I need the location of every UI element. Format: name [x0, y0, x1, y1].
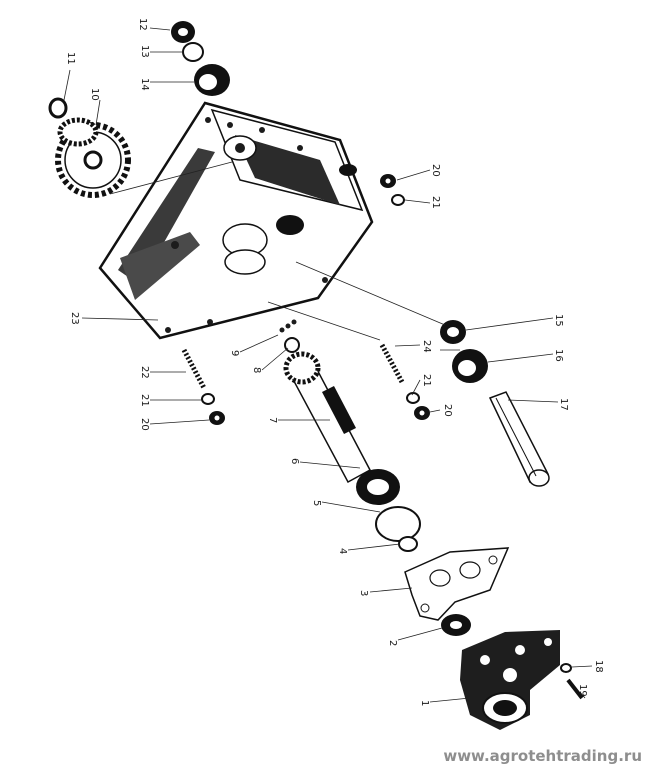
label-21-top: 21: [430, 196, 441, 209]
washer-18: [560, 663, 572, 673]
label-10: 10: [89, 88, 100, 101]
gearbox-housing: [98, 101, 374, 340]
label-16: 16: [553, 349, 564, 362]
label-13: 13: [139, 45, 150, 58]
spur-gear: [55, 117, 131, 198]
watermark: www.agrotehtrading.ru: [443, 747, 642, 765]
label-20-right: 20: [442, 404, 453, 417]
gasket-3: [404, 547, 510, 621]
label-7: 7: [267, 417, 278, 423]
label-21-left: 21: [139, 394, 150, 407]
label-3: 3: [358, 590, 369, 596]
input-shaft: [279, 319, 372, 484]
collar-4: [398, 536, 418, 552]
label-22: 22: [139, 366, 150, 379]
bearing-6: [356, 469, 400, 505]
label-5: 5: [311, 500, 322, 506]
callout-labels: 1 2 3 4 5 6 7 8 9 10 11 12 13 14 15 16 1…: [65, 18, 604, 706]
washer-21-top: [391, 194, 405, 206]
label-8: 8: [251, 367, 262, 373]
bearing-14: [194, 64, 230, 96]
nut-20-right: [414, 406, 430, 420]
label-14: 14: [139, 78, 150, 91]
label-1: 1: [419, 700, 430, 706]
seal-ring-13: [182, 42, 204, 62]
label-9: 9: [229, 350, 240, 356]
nut-20-left: [209, 411, 225, 425]
label-2: 2: [387, 640, 398, 646]
label-21-right: 21: [421, 374, 432, 387]
bearing-16: [452, 349, 488, 383]
stud-24: [379, 343, 405, 384]
label-20-top: 20: [430, 164, 441, 177]
bearing-12: [171, 21, 195, 43]
label-19: 19: [577, 684, 588, 697]
flange-housing-1: [460, 630, 560, 730]
washer-21-left: [201, 393, 215, 405]
label-6: 6: [289, 458, 300, 464]
washer-21-right: [406, 392, 420, 404]
label-15: 15: [553, 314, 564, 327]
leader-lines: [63, 27, 593, 703]
label-4: 4: [337, 548, 348, 554]
label-24: 24: [421, 340, 432, 353]
bolt-19: [566, 678, 584, 700]
shaft-17: [488, 391, 550, 487]
label-20-left: 20: [139, 418, 150, 431]
bearing-15: [440, 320, 466, 344]
label-23: 23: [69, 312, 80, 325]
washer-11: [48, 97, 68, 119]
stud-22: [181, 348, 207, 390]
nut-20-top: [380, 174, 396, 188]
snap-ring-5: [375, 506, 421, 542]
label-12: 12: [137, 18, 148, 31]
label-18: 18: [593, 660, 604, 673]
label-11: 11: [65, 52, 76, 65]
oil-seal-2: [441, 614, 471, 636]
label-17: 17: [558, 398, 569, 411]
